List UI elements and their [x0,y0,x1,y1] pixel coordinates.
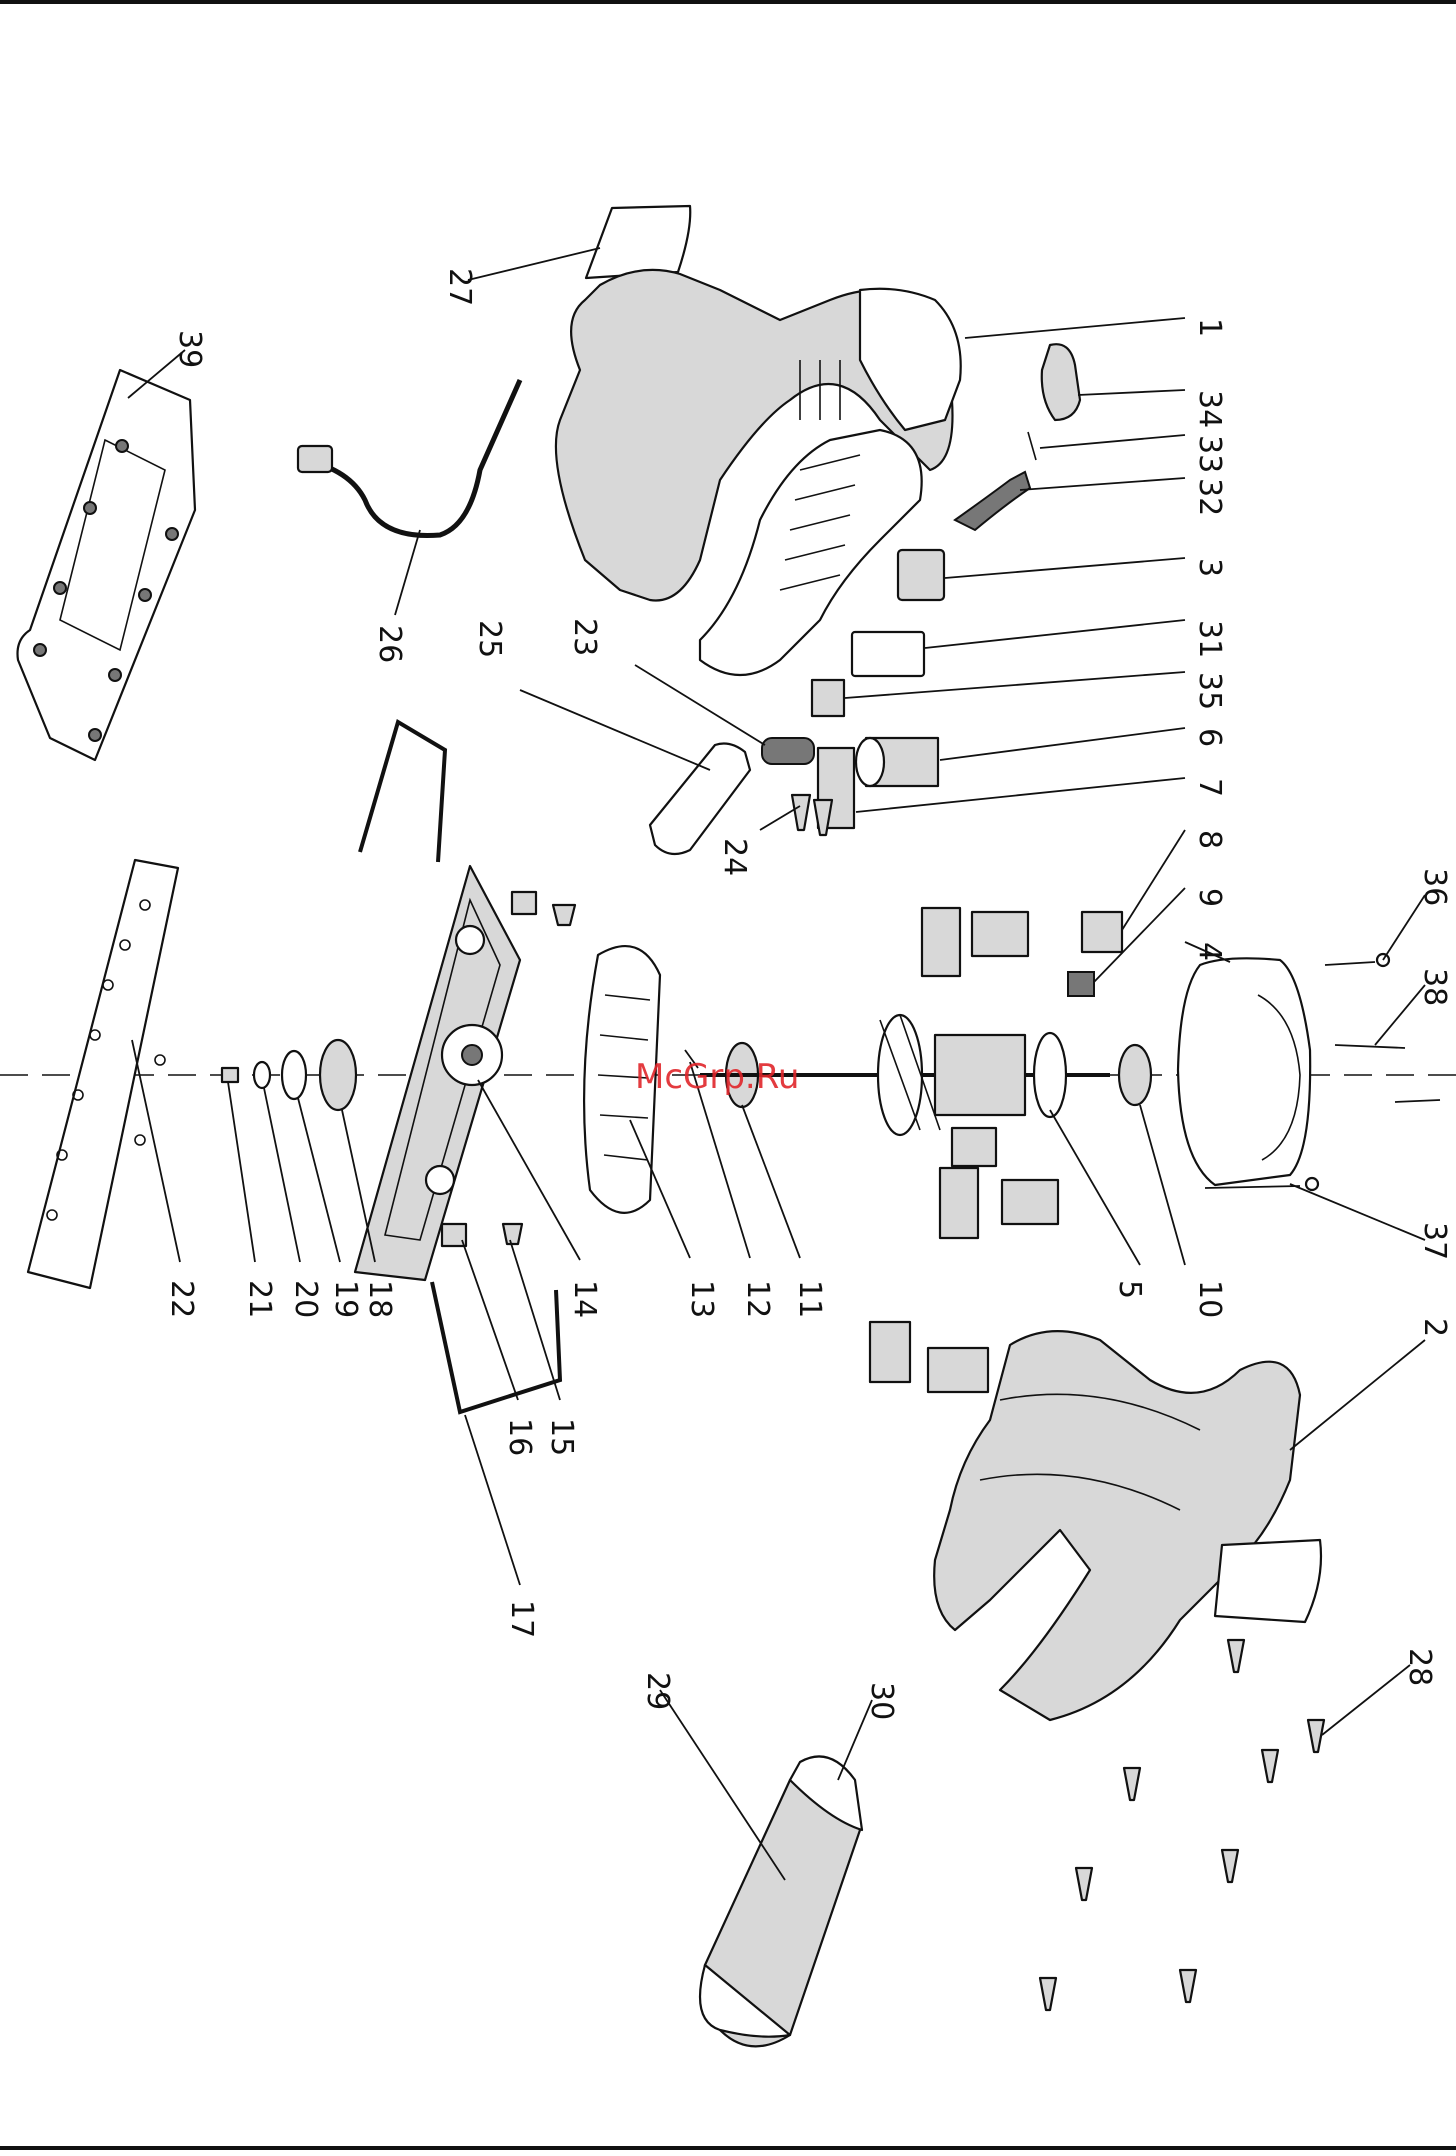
callout-1: 1 [1192,318,1227,337]
callout-31: 31 [1192,620,1227,658]
part-18-bearing [320,1040,356,1110]
part-1-housing-half [556,270,961,675]
callout-20: 20 [288,1280,323,1318]
callout-14: 14 [567,1280,602,1318]
callout-7: 7 [1192,778,1227,797]
part-38-wire [1335,1045,1405,1048]
callout-4: 4 [1192,942,1227,961]
lower-brush-holder [952,1128,996,1166]
callout-12: 12 [740,1280,775,1318]
part-15-screw-lower [503,1224,522,1244]
part-10-bearing [1119,1045,1151,1105]
part-26-power-cord [298,380,520,536]
callout-34: 34 [1192,390,1227,428]
part-31-capacitor [852,632,924,676]
part-4-motor-housing [1178,958,1310,1185]
part-24-screw-b [814,800,832,835]
part-16-clamp-upper [512,892,536,914]
callout-11: 11 [792,1280,827,1318]
callout-36: 36 [1417,868,1452,906]
part-29-dust-bag [700,1756,862,2046]
callout-18: 18 [362,1280,397,1318]
retaining-clip-upper [360,722,445,862]
part-28-screw-8 [1180,1970,1196,2002]
part-17-clip [432,1282,560,1412]
callout-19: 19 [328,1280,363,1318]
part-28-screw-7 [1040,1978,1056,2010]
part-35-terminal [812,680,844,716]
callout-3: 3 [1192,558,1227,577]
callout-38: 38 [1417,968,1452,1006]
part-28-screw-4 [1124,1768,1140,1800]
callout-6: 6 [1192,728,1227,747]
callout-5: 5 [1112,1280,1147,1299]
callout-22: 22 [164,1280,199,1318]
part-34-cover [1042,344,1080,420]
callout-21: 21 [242,1280,277,1318]
part-2-clamp [870,1322,910,1382]
part-28-screw-6 [1222,1850,1238,1882]
callout-9: 9 [1192,888,1227,907]
part-22-sanding-pad [28,860,178,1288]
callout-30: 30 [864,1682,899,1720]
callout-10: 10 [1192,1280,1227,1318]
watermark: McGrp.Ru [635,1057,799,1097]
part-8-brush-holder [1082,912,1122,952]
callout-16: 16 [502,1418,537,1456]
callout-29: 29 [640,1672,675,1710]
callout-35: 35 [1192,672,1227,710]
upper-clamp-b [922,908,960,976]
part-32-lever [955,472,1030,530]
part-39-base-frame [18,370,196,760]
part-28-screw-2 [1308,1720,1324,1752]
part-28-screw-5 [1076,1868,1092,1900]
callout-33: 33 [1192,435,1227,473]
upper-brush-cap-b [972,912,1028,956]
callout-24: 24 [717,838,752,876]
callout-8: 8 [1192,830,1227,849]
label-plate-lower [1215,1540,1321,1622]
callout-2: 2 [1417,1318,1452,1337]
part-27-plate [586,206,690,278]
part-28-screw-3 [1262,1750,1278,1782]
part-6-brush-holder-cap [856,738,884,786]
part-19-washer [282,1051,306,1099]
wire-stub [1395,1100,1440,1102]
callout-17: 17 [504,1600,539,1638]
part-9-brush [1068,972,1094,996]
part-21-screw [222,1068,238,1082]
callout-28: 28 [1402,1648,1437,1686]
part-20-washer [254,1062,270,1088]
part-28-screw-1 [1228,1640,1244,1672]
part-24-screw [792,795,810,830]
callout-25: 25 [472,620,507,658]
part-23-cable-clamp [762,738,814,764]
part-37-wire [1205,1186,1300,1188]
part-15-screw-upper [553,905,575,925]
lower-brush-cap [1002,1180,1058,1224]
part-2-brush-cap [928,1348,988,1392]
callout-27: 27 [442,268,477,306]
part-36-wire [1325,962,1375,965]
callout-32: 32 [1192,478,1227,516]
part-33-pin [1028,432,1036,460]
callout-13: 13 [684,1280,719,1318]
part-3-switch [898,550,944,600]
callout-26: 26 [372,625,407,663]
callout-39: 39 [172,330,207,368]
part-14-base-plate [355,866,520,1280]
lower-clamp [940,1168,978,1238]
callout-23: 23 [567,618,602,656]
part-37-wire-lug [1306,1178,1318,1190]
callout-37: 37 [1417,1222,1452,1260]
callout-15: 15 [544,1418,579,1456]
